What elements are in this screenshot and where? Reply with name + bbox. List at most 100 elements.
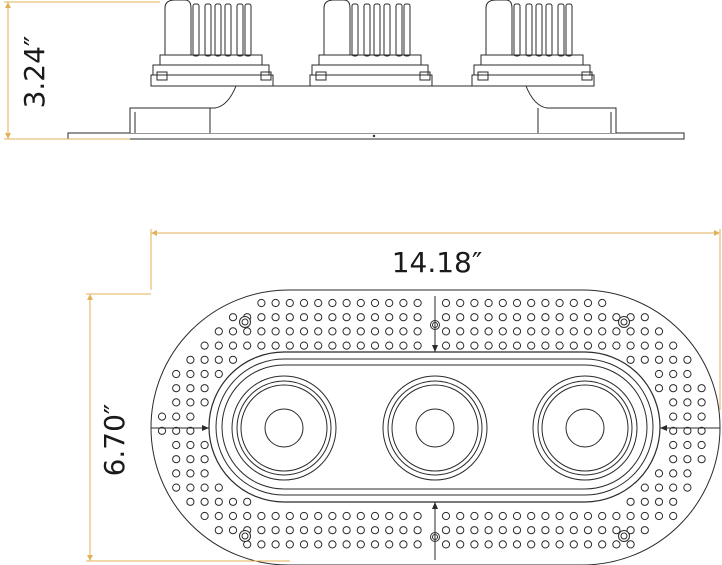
perforation-hole (669, 426, 678, 435)
perforation-hole (697, 412, 706, 421)
perforation-hole (555, 526, 564, 535)
perforation-hole (370, 313, 380, 322)
perforation-hole (370, 327, 380, 336)
perforation-hole (314, 298, 323, 308)
perforation-hole (669, 440, 678, 450)
perforation-hole (385, 313, 394, 322)
perforation-hole (356, 298, 365, 308)
perforation-hole (413, 526, 422, 535)
perforation-hole (328, 526, 337, 535)
perforation-hole (669, 355, 678, 364)
perforation-hole (214, 497, 223, 506)
perforation-hole (470, 526, 479, 535)
perforation-hole (314, 540, 323, 549)
height-dimension: 3.24″ (4, 1, 160, 140)
perforation-hole (271, 298, 280, 308)
perforation-hole (243, 341, 252, 350)
perforation-hole (200, 469, 209, 478)
perforation-hole (512, 327, 522, 336)
perforation-hole (527, 526, 536, 535)
perforation-hole (342, 327, 351, 336)
perforation-hole (654, 369, 664, 379)
perforation-hole (342, 298, 351, 308)
perforation-hole (683, 469, 692, 478)
perforation-hole (370, 341, 380, 350)
perforation-hole (441, 540, 451, 549)
perforation-hole (598, 511, 607, 521)
perforation-hole (413, 540, 422, 549)
perforation-hole (470, 298, 479, 308)
perforation-hole (314, 313, 323, 322)
perforation-hole (484, 540, 493, 549)
perforation-hole (328, 540, 337, 549)
perforation-hole (399, 511, 408, 521)
perforation-pattern (157, 298, 706, 549)
perforation-hole (598, 327, 607, 336)
perforation-hole (356, 327, 365, 336)
perforation-hole (498, 313, 507, 322)
width-dimension: 14.18″ (150, 229, 721, 410)
perforation-hole (328, 313, 337, 322)
perforation-hole (342, 511, 351, 521)
perforation-hole (456, 540, 465, 549)
perforation-hole (399, 540, 408, 549)
perforation-hole (285, 511, 294, 521)
perforation-hole (583, 341, 593, 350)
perforation-hole (669, 384, 678, 393)
perforation-hole (385, 511, 394, 521)
perforation-hole (683, 355, 692, 364)
perforation-hole (172, 469, 181, 478)
perforation-hole (314, 511, 323, 521)
perforation-hole (228, 313, 238, 322)
heatsink-module (150, 0, 274, 87)
perforation-hole (669, 483, 678, 492)
perforation-hole (654, 511, 664, 521)
perforation-hole (569, 526, 578, 535)
perforation-hole (697, 455, 706, 464)
perforation-hole (598, 341, 607, 350)
perforation-hole (583, 511, 593, 521)
perforation-hole (257, 526, 266, 535)
perforation-hole (640, 341, 649, 350)
perforation-hole (669, 497, 678, 506)
perforation-hole (186, 412, 195, 421)
perforation-hole (370, 540, 380, 549)
perforation-hole (669, 369, 678, 379)
lens (382, 375, 488, 481)
perforation-hole (328, 511, 337, 521)
perforation-hole (342, 313, 351, 322)
heatsink-module (309, 0, 433, 87)
perforation-hole (299, 298, 309, 308)
width-dimension-label: 14.18″ (392, 246, 483, 279)
perforation-hole (654, 355, 664, 364)
perforation-hole (640, 327, 649, 336)
perforation-hole (200, 384, 209, 393)
perforation-hole (399, 327, 408, 336)
perforation-hole (640, 483, 649, 492)
perforation-hole (669, 511, 678, 521)
perforation-hole (228, 511, 238, 521)
perforation-hole (186, 483, 195, 492)
perforation-hole (214, 369, 223, 379)
alignment-markers (151, 296, 720, 560)
perforation-hole (583, 526, 593, 535)
mounting-hole (618, 316, 630, 328)
perforation-hole (697, 384, 706, 393)
perforation-hole (200, 398, 209, 407)
perforation-hole (172, 455, 181, 464)
perforation-hole (626, 540, 635, 549)
perforation-hole (271, 327, 280, 336)
perforation-hole (683, 398, 692, 407)
perforation-hole (299, 341, 309, 350)
perforation-hole (285, 526, 294, 535)
perforation-hole (612, 511, 621, 521)
perforation-hole (385, 526, 394, 535)
perforation-hole (683, 440, 692, 450)
perforation-hole (200, 440, 209, 450)
perforation-hole (498, 540, 507, 549)
perforation-hole (385, 327, 394, 336)
perforation-hole (342, 540, 351, 549)
perforation-hole (186, 455, 195, 464)
perforation-hole (626, 327, 635, 336)
perforation-hole (654, 341, 664, 350)
